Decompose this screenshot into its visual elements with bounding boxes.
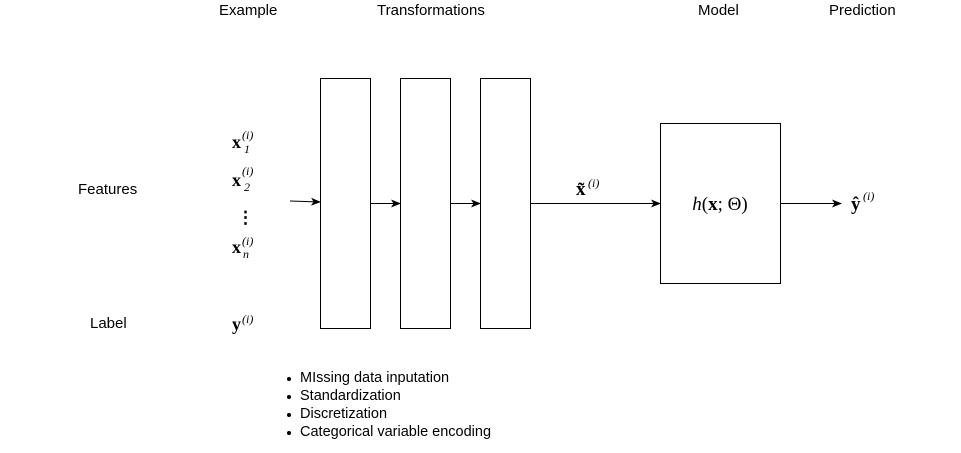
svg-text:1: 1: [244, 142, 250, 156]
svg-text:(i): (i): [863, 189, 874, 203]
transformation-step-item: Categorical variable encoding: [284, 423, 491, 441]
svg-text:y: y: [232, 314, 241, 334]
model-function: h(x; Θ): [692, 194, 747, 215]
header-transformations: Transformations: [377, 2, 485, 19]
svg-text:2: 2: [244, 180, 250, 194]
svg-text:ŷ: ŷ: [851, 194, 861, 215]
feature-xn: x n (i): [232, 234, 253, 261]
row-label-label: Label: [90, 315, 127, 332]
transformation-box-1: [320, 78, 371, 329]
svg-text:x̃: x̃: [576, 179, 586, 200]
header-model: Model: [698, 2, 739, 19]
svg-text:(i): (i): [242, 128, 253, 142]
transformed-features: x̃ (i): [576, 176, 599, 200]
transformation-box-2: [400, 78, 451, 329]
header-example: Example: [219, 2, 278, 19]
transformation-step-item: MIssing data inputation: [284, 369, 491, 387]
feature-ellipsis: ⋮: [237, 208, 254, 227]
svg-text:(i): (i): [242, 234, 253, 248]
label-y: y (i): [232, 312, 253, 334]
svg-text:x: x: [232, 237, 241, 257]
transformation-step-item: Discretization: [284, 405, 491, 423]
row-label-features: Features: [78, 181, 138, 198]
transformation-steps-list: MIssing data inputation Standardization …: [284, 369, 491, 441]
svg-text:x: x: [232, 170, 241, 190]
feature-x2: x 2 (i): [232, 164, 253, 194]
svg-text:(i): (i): [588, 176, 599, 190]
model-box: [660, 123, 781, 284]
transformation-box-3: [480, 78, 531, 329]
svg-text:x: x: [232, 132, 241, 152]
header-prediction: Prediction: [829, 2, 896, 19]
transformation-step-item: Standardization: [284, 387, 491, 405]
arrow-into-transforms: [289, 197, 321, 206]
svg-text:n: n: [243, 247, 249, 261]
svg-text:(i): (i): [242, 312, 253, 326]
feature-x1: x 1 (i): [232, 128, 253, 156]
prediction-y-hat: ŷ (i): [851, 189, 874, 215]
svg-text:(i): (i): [242, 164, 253, 178]
